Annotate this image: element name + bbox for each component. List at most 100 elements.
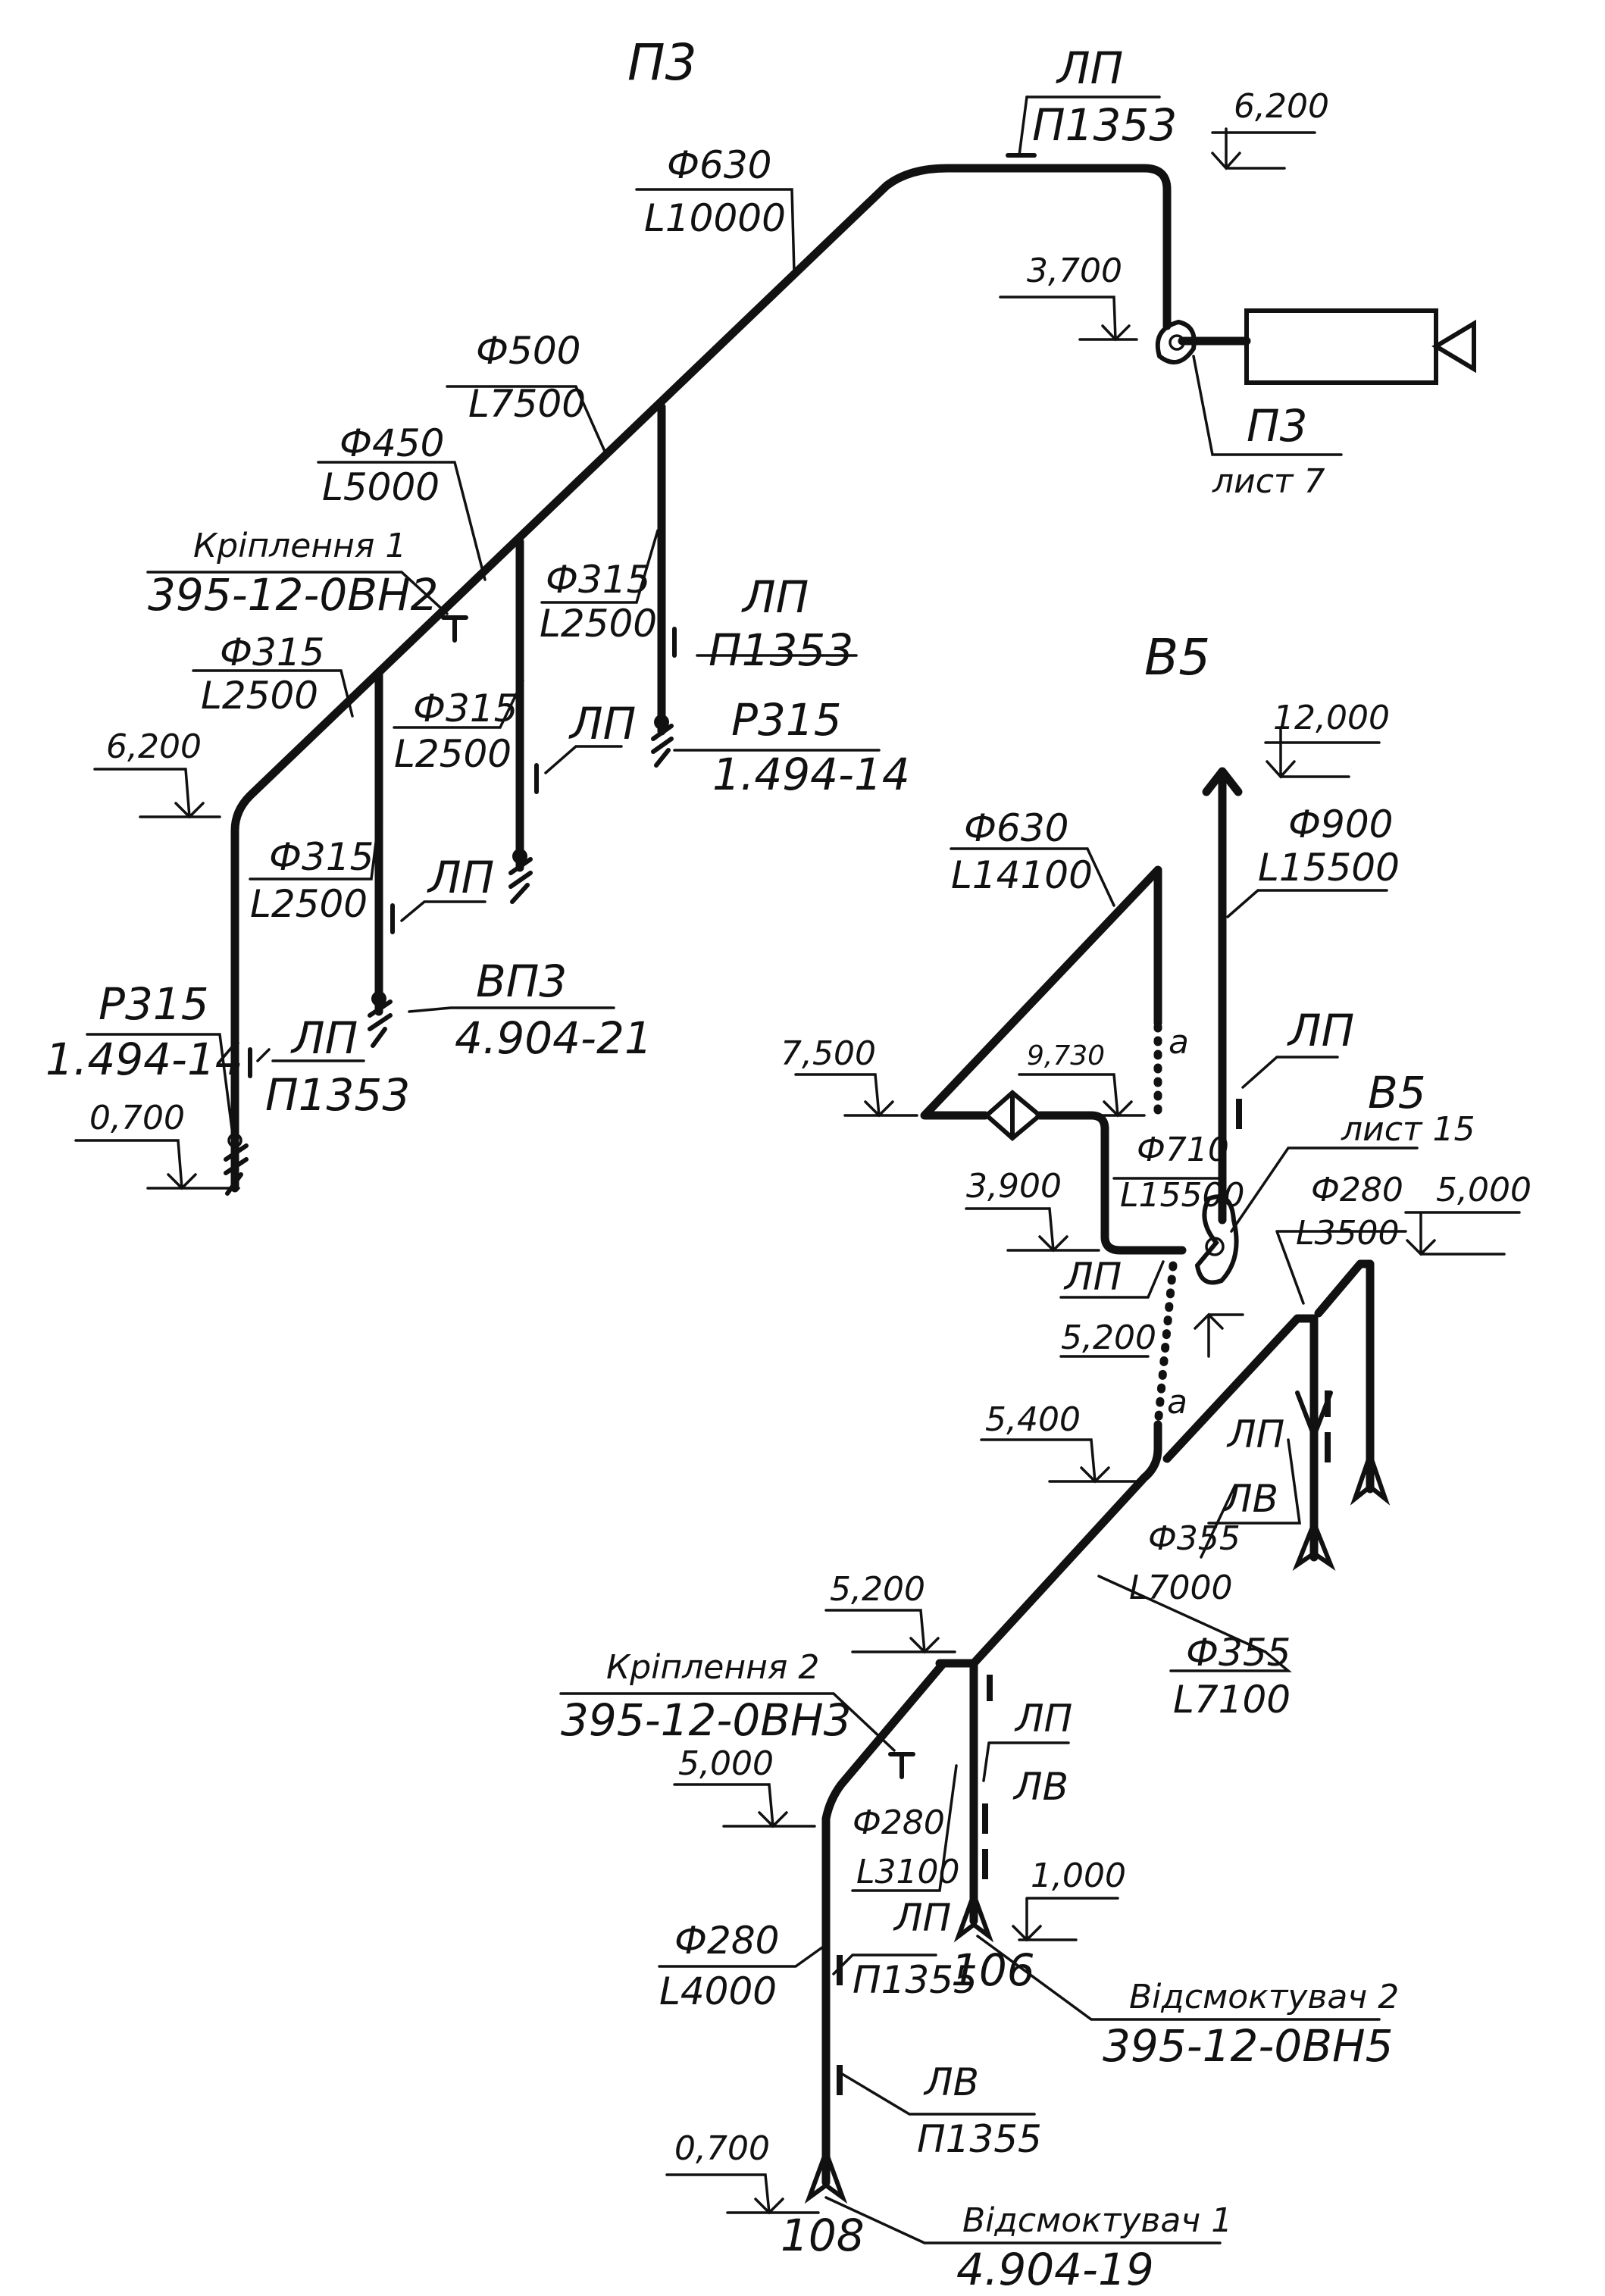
v5-level-12000-text: 12,000: [1273, 699, 1390, 737]
p3-r315-right-code: 1.494-14: [712, 749, 910, 800]
v5-intake-right-icon: [1292, 1516, 1336, 1572]
p3-lp-top-stem: [1018, 95, 1028, 157]
v5-level-9730: [1018, 1073, 1146, 1118]
v5-exhaust-arrow-icon: [1202, 767, 1243, 796]
v5-level-12000: [1264, 726, 1381, 779]
p3-vp3-leader: [408, 1006, 615, 1013]
v5-level-5000-low: [673, 1783, 816, 1828]
p3-fan-hub-icon: [1169, 334, 1185, 351]
v5-level-0700: [665, 2173, 820, 2215]
v5-mark-a-bottom: а: [1167, 1383, 1187, 1422]
v5-level-7500-text: 7,500: [781, 1034, 876, 1073]
p3-vp3-label: ВП3: [476, 956, 567, 1007]
v5-level-5000-right-text: 5,000: [1436, 1171, 1531, 1209]
v5-mark-a-top: а: [1169, 1023, 1189, 1062]
p3-lp-b4-code: П1353: [709, 624, 853, 676]
p3-b4-leader: [249, 817, 380, 881]
p3-b3-length: L2500: [540, 602, 657, 646]
p3-b1-diameter: Ф315: [220, 630, 324, 674]
system-v5-title: В5: [1144, 628, 1210, 687]
v5-lp-mid-leader: [1059, 1260, 1165, 1299]
p3-b1-leader: [192, 669, 354, 718]
v5-suction1-title: Відсмоктувач 1: [962, 2201, 1232, 2240]
v5-d280b-leader: [851, 1764, 958, 1892]
v5-intake-far-right-icon: [1350, 1447, 1391, 1506]
v5-lp-mid-label: ЛП: [1063, 1255, 1122, 1299]
p3-r315-left-code: 1.494-14: [45, 1034, 243, 1085]
p3-fix1-leader: [146, 571, 449, 615]
v5-break-a-bottom: [1153, 1261, 1178, 1429]
v5-fan-hub-icon: [1205, 1237, 1225, 1256]
v5-level-3900-text: 3,900: [966, 1167, 1062, 1206]
v5-l3500-label: L3500: [1296, 1214, 1400, 1253]
p3-fixation-1-title: Кріплення 1: [193, 527, 406, 565]
v5-suction2-leader: [976, 1935, 1381, 2021]
v5-d280a-label: Ф280: [1311, 1171, 1403, 1209]
v5-level-5200-mid: [1059, 1312, 1244, 1358]
p3-terminal-b2-icon: [508, 849, 533, 904]
p3-b4-length: L2500: [250, 882, 368, 926]
p3-d500-leader: [446, 385, 608, 456]
v5-suction1-leader: [824, 2196, 1222, 2244]
v5-level-1000-text: 1,000: [1031, 1857, 1126, 1895]
v5-level-5400-text: 5,400: [985, 1400, 1081, 1439]
v5-fixation-2-code: 395-12-0ВН3: [561, 1694, 852, 1746]
v5-lp-left-label: ЛП: [893, 1896, 951, 1940]
v5-d630-leader: [950, 847, 1115, 907]
p3-lp-top-code: П1353: [1032, 99, 1177, 151]
p3-main-duct: [230, 164, 1172, 1193]
v5-number-108: 108: [781, 2210, 865, 2261]
p3-level-6200-left-text: 6,200: [106, 727, 202, 766]
p3-lp-left-code: П1353: [265, 1069, 410, 1121]
v5-level-1000: [1012, 1897, 1119, 1942]
v5-level-3900: [965, 1207, 1100, 1253]
p3-d450-leader: [317, 461, 487, 581]
v5-d355a-label: Ф355: [1148, 1519, 1241, 1558]
v5-d280c-label: Ф280: [674, 1919, 779, 1963]
v5-d355b-label: Ф355: [1186, 1631, 1291, 1675]
v5-unit-leader: [1230, 1146, 1419, 1233]
p3-main-leader: [635, 188, 796, 274]
v5-l14100-label: L14100: [951, 853, 1093, 897]
v5-suction1-code: 4.904-19: [956, 2244, 1154, 2295]
v5-level-5200-low-text: 5,200: [830, 1570, 925, 1609]
p3-level-6200-top: [1211, 127, 1316, 170]
p3-lp-b2-label: ЛП: [427, 852, 494, 903]
p3-b3-diameter: Ф315: [546, 558, 650, 602]
v5-fan-icon: [1194, 1194, 1239, 1285]
p3-unit-sheet: лист 7: [1212, 462, 1325, 501]
v5-d280b-label: Ф280: [853, 1803, 945, 1842]
v5-lp-left-code: П1355: [853, 1958, 978, 2002]
p3-fixation-1-code: 395-12-0ВН2: [148, 569, 439, 621]
p3-level-0700-text: 0,700: [89, 1099, 185, 1137]
p3-lp-b3-leader: [544, 745, 623, 774]
p3-b2-diameter: Ф315: [413, 687, 518, 730]
v5-level-5400: [980, 1438, 1142, 1484]
p3-l7500-label: L7500: [468, 382, 586, 426]
v5-lp-r2-label: ЛП: [1226, 1412, 1284, 1456]
p3-b2-length: L2500: [394, 732, 512, 776]
p3-b2-leader: [393, 679, 524, 729]
v5-level-5000-right: [1404, 1211, 1521, 1256]
v5-intake-108-icon: [804, 2145, 848, 2204]
p3-lp-top-label: ЛП: [1056, 42, 1123, 94]
v5-fixation-2-mark: [888, 1752, 915, 1779]
v5-trunk-d355: [935, 1420, 1162, 1668]
v5-branch-far-right: [1314, 1259, 1375, 1494]
v5-level-0700-text: 0,700: [674, 2129, 770, 2168]
v5-lp-right-leader: [1241, 1056, 1339, 1089]
p3-unit-intake-icon: [1431, 319, 1476, 374]
v5-lv-left-code: П1355: [917, 2117, 1042, 2161]
v5-lv-low-label: ЛВ: [1012, 1765, 1068, 1809]
p3-terminal-left-icon: [224, 1133, 249, 1196]
v5-lv-left-leader: [838, 2071, 1036, 2116]
v5-level-9730-text: 9,730: [1027, 1040, 1105, 1071]
v5-l4000-label: L4000: [659, 1969, 777, 2013]
v5-level-5000-low-text: 5,000: [678, 1744, 774, 1783]
p3-unit-leader: [1192, 355, 1343, 456]
p3-lp-b3-label: ЛП: [568, 698, 636, 749]
v5-intake-106-icon: [953, 1888, 994, 1943]
p3-r315-left-leader: [86, 1033, 235, 1142]
v5-d630-label: Ф630: [964, 806, 1068, 850]
